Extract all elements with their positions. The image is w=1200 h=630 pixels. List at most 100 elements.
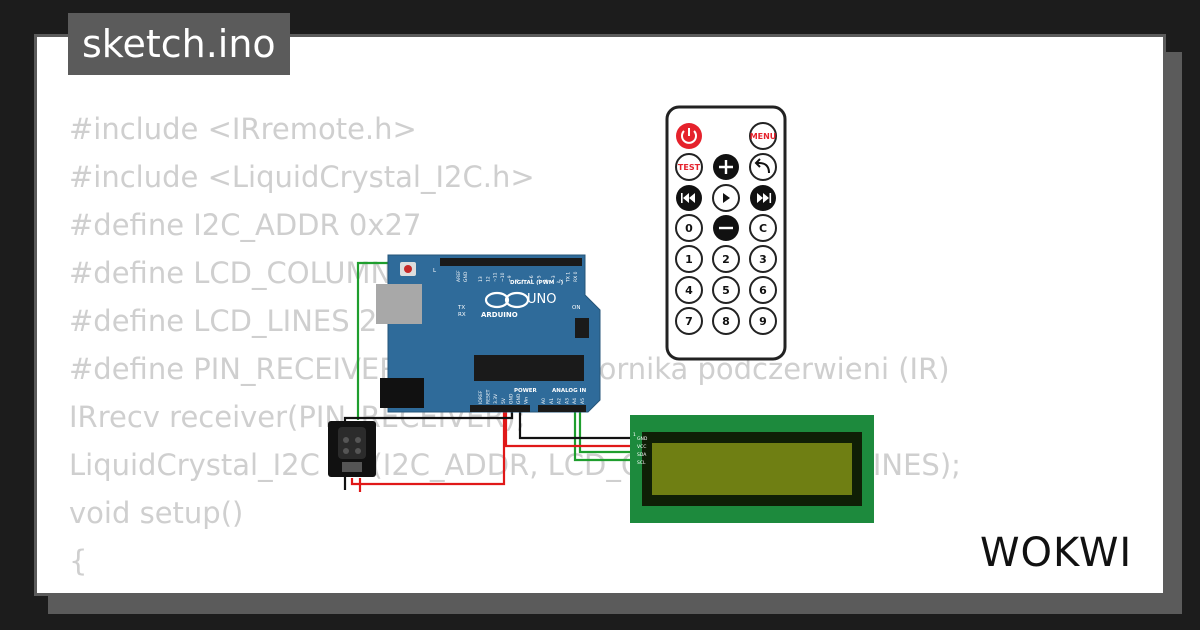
plus-icon (719, 160, 733, 174)
code-line: { (69, 544, 88, 578)
microcontroller-chip (474, 355, 584, 381)
menu-label: MENU (750, 132, 777, 141)
code-line: #define I2C_ADDR 0x27 (69, 208, 422, 242)
rx-label: RX (458, 312, 466, 318)
plus-button[interactable] (713, 154, 739, 180)
digit-1-button[interactable]: 1 (675, 245, 703, 273)
pin-label: ~11 (493, 272, 499, 282)
wire-gnd-lcd (518, 410, 633, 440)
back-arrow-icon (754, 158, 770, 174)
digit-label: 2 (722, 253, 730, 266)
pin-label: TX 1 (566, 272, 572, 283)
digit-label: 8 (722, 315, 730, 328)
wokwi-logo: WOKWI (980, 530, 1132, 576)
arduino-uno[interactable]: UNO ARDUINO DIGITAL (PWM ~) ANALOG IN PO… (376, 254, 601, 413)
pin-label: 12 (485, 276, 491, 282)
sketch-title[interactable]: sketch.ino (68, 13, 290, 75)
menu-button[interactable]: MENU (749, 122, 777, 150)
power-button[interactable] (676, 123, 702, 149)
prev-button[interactable] (676, 185, 702, 211)
digit-label: 9 (759, 315, 767, 328)
digit-label: 4 (685, 284, 693, 297)
back-button[interactable] (749, 153, 777, 181)
icsp-header (575, 318, 589, 338)
pin-label: A3 (564, 398, 570, 404)
tx-label: TX (457, 305, 465, 311)
digit-5-button[interactable]: 5 (712, 276, 740, 304)
zero-label: 0 (685, 222, 693, 235)
board-brand: ARDUINO (481, 311, 518, 319)
test-button[interactable]: TEST (675, 153, 703, 181)
power-label: POWER (514, 388, 538, 394)
ir-remote[interactable]: MENU TEST (665, 105, 787, 361)
play-button[interactable] (712, 184, 740, 212)
pin-label: ~3 (551, 275, 557, 282)
next-button[interactable] (750, 185, 776, 211)
pin-label: 2 (558, 279, 564, 282)
analog-header (538, 405, 586, 412)
digit-label: 3 (759, 253, 767, 266)
digit-label: 5 (722, 284, 730, 297)
digital-label: DIGITAL (PWM ~) (510, 280, 564, 286)
pin-label: 8 (515, 279, 521, 282)
arduino-logo-ring (504, 291, 530, 309)
pin-label: ~9 (507, 275, 513, 282)
pin-label: IOREF (478, 390, 484, 404)
gnd-label: GND (463, 271, 469, 282)
analog-label: ANALOG IN (552, 388, 587, 394)
wokwi-logo-text: WOKWI (980, 530, 1132, 576)
wire-vcc-lcd (504, 410, 633, 448)
pin-label: RESET (486, 389, 492, 404)
digit-3-button[interactable]: 3 (749, 245, 777, 273)
lcd-pin-vcc: VCC (637, 444, 646, 450)
arduino-logo (484, 291, 510, 309)
board-model: UNO (527, 292, 556, 307)
digit-7-button[interactable]: 7 (675, 307, 703, 335)
digit-9-button[interactable]: 9 (749, 307, 777, 335)
pin-label: 7 (522, 279, 528, 282)
pin-label: GND (508, 393, 514, 404)
minus-button[interactable] (713, 215, 739, 241)
code-line: #define LCD_COLUMNS 16 (69, 256, 457, 290)
code-line: void setup() (69, 496, 244, 530)
test-label: TEST (678, 163, 701, 172)
lcd-pin-marker: 1 (633, 432, 636, 438)
power-icon (681, 130, 697, 144)
code-line: #include <LiquidCrystal_I2C.h> (69, 160, 535, 194)
pin-label: RX 0 (573, 271, 579, 282)
digit-8-button[interactable]: 8 (712, 307, 740, 335)
pin-label: 5V (501, 397, 507, 404)
digit-4-button[interactable]: 4 (675, 276, 703, 304)
pin-label: A2 (557, 398, 563, 404)
lcd-pin-scl: SCL (637, 460, 646, 466)
ir-receiver-module[interactable] (328, 421, 376, 477)
lcd-pin-gnd: GND (637, 436, 648, 442)
power-header (470, 405, 530, 412)
pin-label: Vin (524, 397, 530, 404)
lcd-screen (652, 443, 852, 495)
fast-forward-icon (757, 193, 769, 203)
pin-label: ~5 (536, 275, 542, 282)
digit-label: 7 (685, 315, 693, 328)
pin-label: 13 (478, 276, 484, 282)
pin-label: 3.3V (493, 393, 499, 404)
play-icon (723, 193, 730, 203)
aref-label: AREF (456, 270, 462, 282)
zero-button[interactable]: 0 (675, 214, 703, 242)
digit-buttons: 1 2 3 4 5 6 7 8 9 (675, 245, 777, 335)
digit-label: 1 (685, 253, 693, 266)
pin-label: ~6 (529, 275, 535, 282)
code-line: #define LCD_LINES 2 (69, 304, 378, 338)
wire-vcc-ir (350, 410, 506, 486)
c-button[interactable]: C (749, 214, 777, 242)
digit-2-button[interactable]: 2 (712, 245, 740, 273)
pin-label: GND (516, 393, 522, 404)
lcd-16x2-i2c[interactable]: 1 GND VCC SDA SCL (630, 415, 874, 523)
pin-label: ~10 (500, 272, 506, 282)
pin-label: A0 (541, 398, 547, 404)
c-label: C (759, 222, 767, 235)
digit-6-button[interactable]: 6 (749, 276, 777, 304)
